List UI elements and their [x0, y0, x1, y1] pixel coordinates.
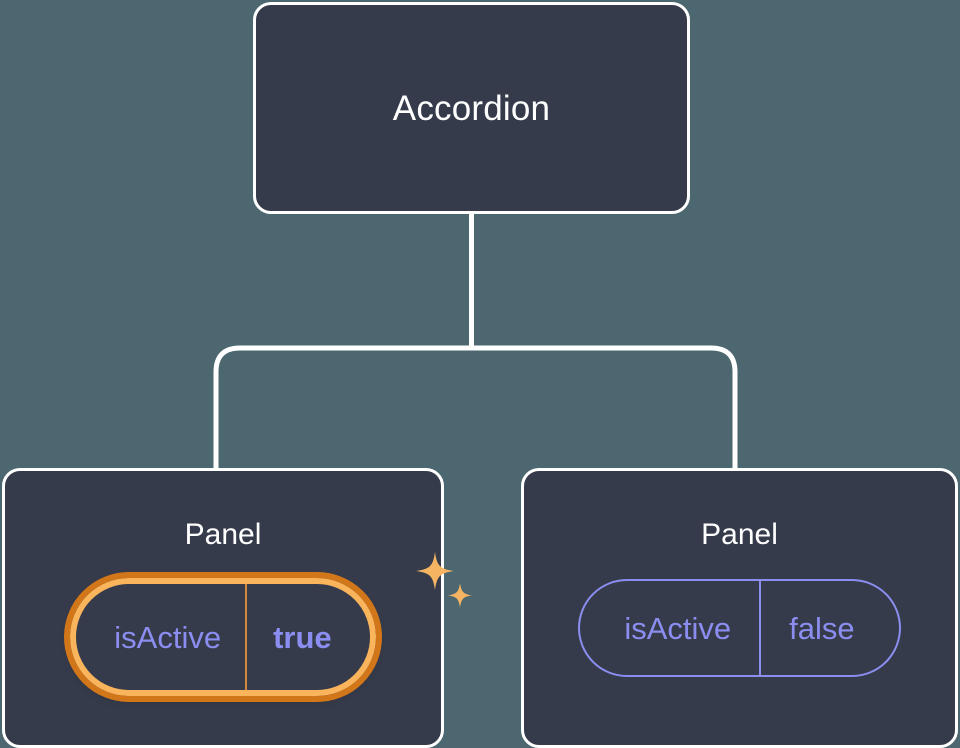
connector-bracket [213, 345, 738, 470]
node-title: Panel [184, 518, 262, 551]
node-title: Accordion [392, 88, 551, 128]
node-panel-active[interactable]: Panel isActive true [2, 468, 472, 748]
prop-value: true [273, 619, 332, 655]
prop-pill-isactive-true[interactable]: isActive true [64, 572, 382, 702]
prop-key: isActive [624, 610, 732, 646]
node-title: Panel [701, 518, 778, 551]
node-panel-inactive[interactable]: Panel isActive false [521, 468, 958, 748]
prop-divider [245, 584, 248, 690]
prop-pill-wrapper: isActive true [5, 552, 472, 702]
prop-pill-isactive-false[interactable]: isActive false [578, 579, 901, 677]
node-accordion[interactable]: Accordion [253, 2, 690, 214]
prop-key: isActive [114, 619, 222, 655]
prop-divider [759, 581, 762, 675]
prop-pill-wrapper: isActive false [524, 579, 955, 677]
prop-value: false [789, 610, 855, 646]
